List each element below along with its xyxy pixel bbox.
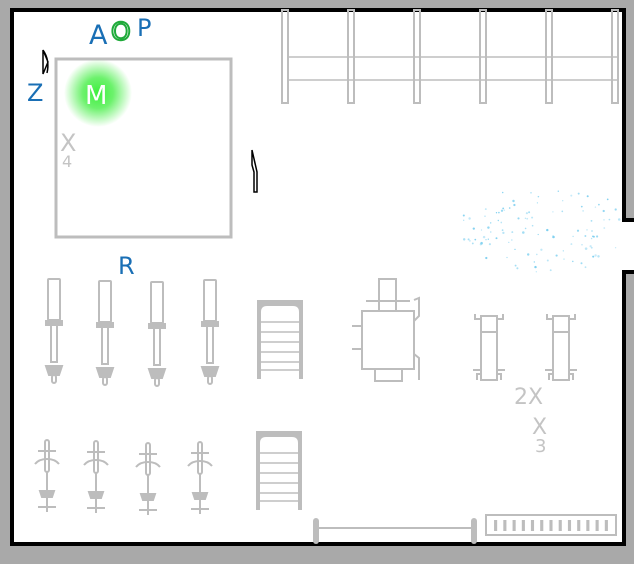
treadmill [147,281,167,387]
marker-p[interactable]: P [137,14,151,42]
treadmill [44,278,64,384]
benches [473,314,577,381]
exercise-bike [187,441,213,514]
treadmill [200,279,220,385]
zone-box [54,57,233,239]
particle-cloud [462,190,621,273]
exercise-bike [83,440,109,513]
railing-post [611,9,619,104]
rack-label: IIIIIIIIIIIII [491,517,611,535]
railing-post [545,9,553,104]
weight-machine [352,278,420,382]
railing-post [479,9,487,104]
marker-x3[interactable]: X [532,415,547,440]
marker-z[interactable]: Z [27,79,43,107]
marker-x4-number: 4 [62,152,72,171]
treadmills [44,278,220,387]
exercise-bike [34,439,60,512]
marker-r[interactable]: R [118,252,135,280]
stair-machine [257,300,303,379]
dumbbell-rack [485,514,617,536]
stair-machine [256,431,302,510]
doorway[interactable] [620,220,634,272]
marker-x3-number: 3 [535,436,546,457]
bench [545,314,577,381]
door-left[interactable] [42,49,49,75]
marker-x2[interactable]: 2X [514,385,543,410]
exercise-bike [135,442,161,515]
player-m[interactable]: M [85,81,107,111]
door-right[interactable] [251,149,258,193]
marker-x4[interactable]: X [60,129,76,157]
barbell-bar [313,518,477,544]
bikes [34,439,213,515]
bench [473,314,505,381]
railing-post [413,9,421,104]
marker-o[interactable]: O [110,16,132,47]
railing-post [347,9,355,104]
treadmill [95,280,115,386]
player-glow [64,59,132,127]
railing-post [281,9,289,104]
railings [281,9,619,104]
marker-a[interactable]: A [89,20,108,51]
